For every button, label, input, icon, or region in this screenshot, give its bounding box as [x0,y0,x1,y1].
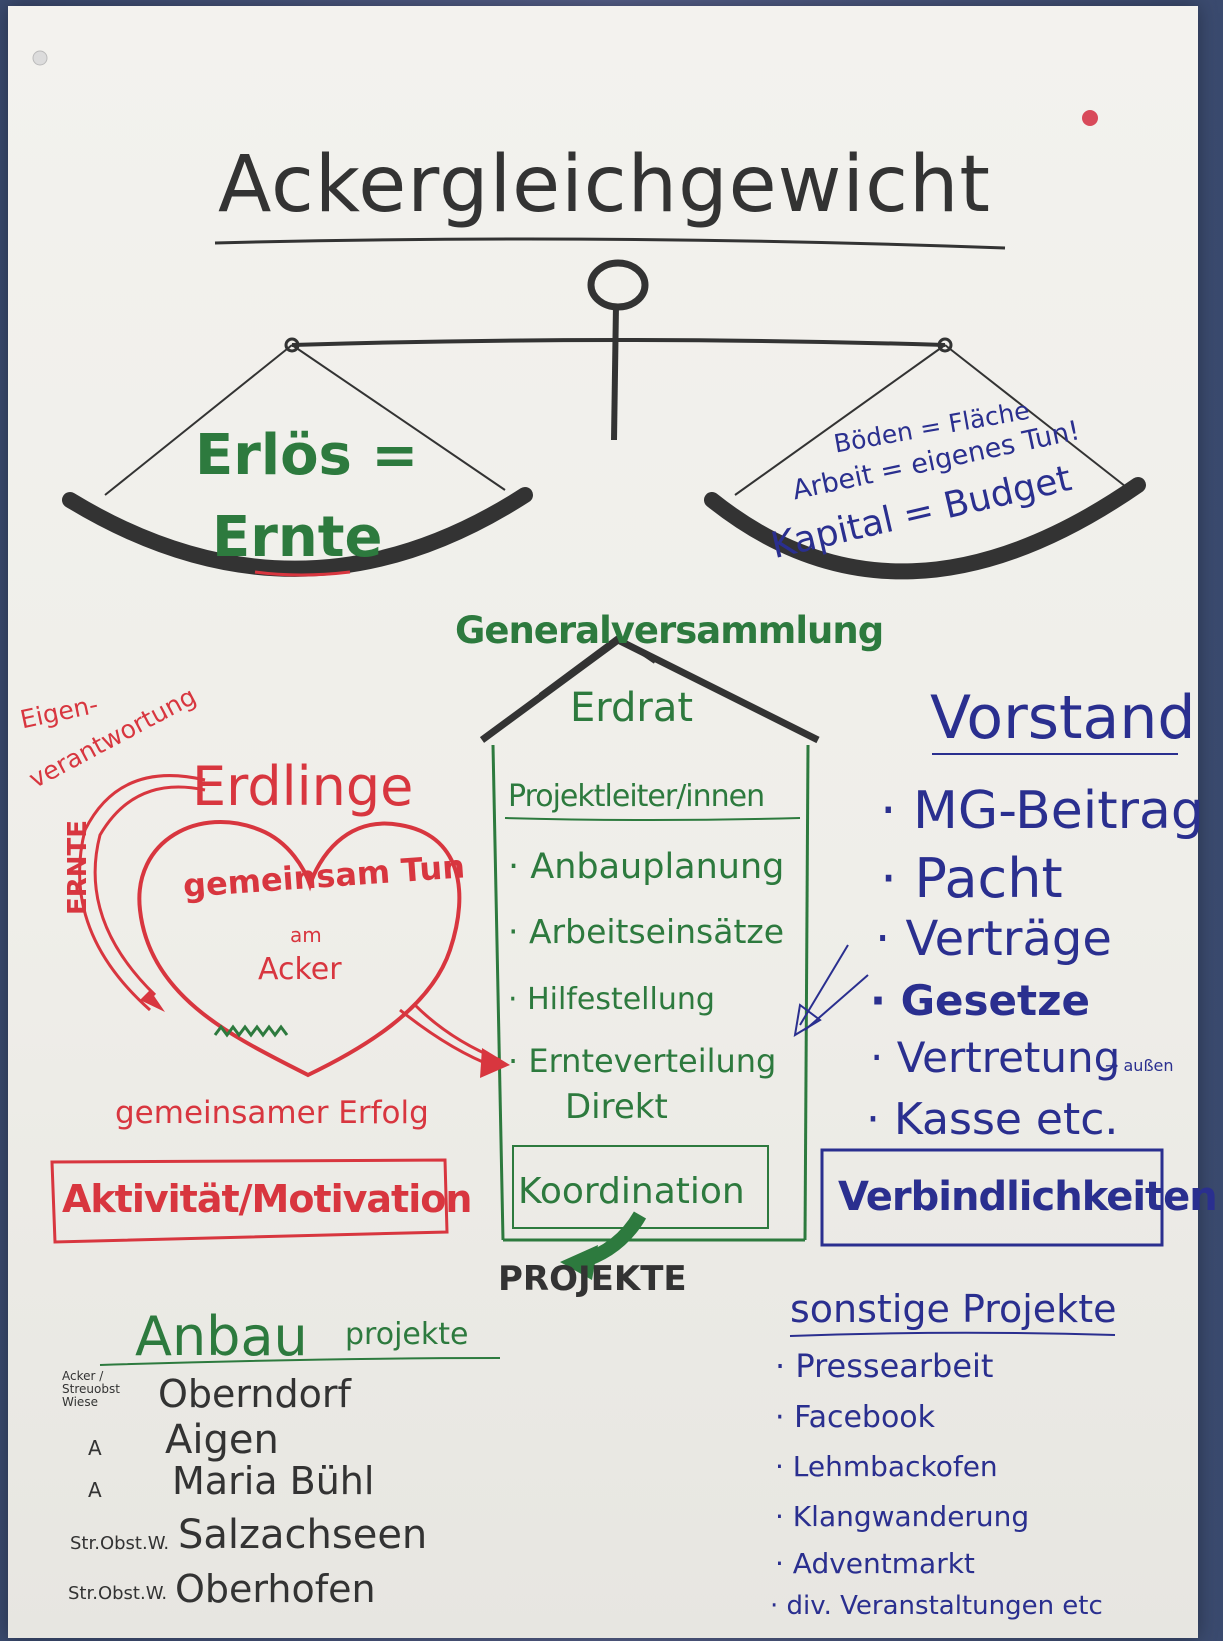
anbau-tag-2: A [88,1436,102,1460]
aktivitaet-label: Aktivität/Motivation [62,1177,472,1221]
erdrat-label: Erdrat [570,685,694,731]
sonstige-item-3: · Lehmbackofen [775,1450,998,1483]
koordination-label: Koordination [518,1171,745,1212]
verbindlichkeiten-label: Verbindlichkeiten [838,1174,1218,1220]
sonstige-item-2: · Facebook [775,1400,936,1435]
aktivitaet-box [50,1158,449,1244]
right-pan-string-b [944,344,1131,491]
heart-to-house-arrowhead [480,1048,510,1078]
vorstand-item-3: · Verträge [875,911,1112,967]
gemeinsamer-erfolg: gemeinsamer Erfolg [115,1095,429,1131]
right-pan-string-a [734,344,946,496]
generalversammlung-label: Generalversammlung [455,609,884,652]
sonstige-item-5: · Adventmarkt [775,1547,975,1580]
vorstand-arrowhead [793,1003,822,1037]
heart-line-3: Acker [258,952,342,987]
erdlinge-heading: Erdlinge [192,755,414,818]
ernte-loop-arrow-2 [93,785,206,997]
projektleiter-underline [504,817,801,821]
anbau-tag-1: Acker / Streuobst Wiese [62,1369,120,1410]
sonstige-heading: sonstige Projekte [790,1287,1117,1331]
right-pan [704,477,1146,580]
koordination-box [512,1145,769,1229]
vertretung-note: → außen [1105,1056,1174,1075]
anbau-heading-small: projekte [345,1317,469,1352]
sonstige-item-6: · div. Veranstaltungen etc [770,1591,1103,1621]
scale-ring [587,259,649,311]
anbau-tag-4: Str.Obst.W. [70,1533,170,1554]
page-title: Ackergleichgewicht [218,140,991,230]
left-pan-line-2: Ernte [212,505,383,570]
vorstand-arrow-2 [804,974,869,1031]
scale-beam-right-end [937,337,953,353]
house-item-1: · Anbauplanung [508,847,785,887]
ernte-loop-arrow [78,774,206,1012]
left-pan-line-1: Erlös = [195,423,419,488]
anbau-name-2: Aigen [165,1417,279,1463]
anbau-name-1: Oberndorf [158,1372,351,1416]
heart-to-house-arrow-2 [399,1008,496,1069]
anbau-tag-5: Str.Obst.W. [68,1583,168,1604]
vorstand-item-5: · Vertretung [870,1033,1121,1082]
sonstige-item-1: · Pressearbeit [775,1347,994,1385]
projekte-label: PROJEKTE [498,1259,687,1299]
title-underline [214,237,1006,250]
house-item-5: Direkt [565,1087,668,1127]
heart-line-2: am [290,923,322,947]
anbau-name-3: Maria Bühl [172,1459,375,1503]
house-left-wall [491,744,505,1241]
heart-outline [137,820,462,1078]
anbau-tag-3: A [88,1478,102,1502]
heart-grass [213,1024,289,1038]
anbau-underline [99,1357,501,1366]
left-pan [62,487,533,577]
anbau-name-4: Salzachseen [178,1512,428,1558]
house-roof [479,636,820,744]
vorstand-item-1: · MG-Beitrag [880,781,1204,841]
anbau-heading-big: Anbau [135,1305,308,1368]
pin-top-right [1082,110,1098,126]
ernte-arrow-label: ERNTE [63,819,93,915]
vorstand-heading: Vorstand [930,683,1196,753]
vorstand-item-2: · Pacht [880,847,1063,910]
vorstand-item-4: · Gesetze [870,976,1091,1025]
scale-post [611,304,619,441]
house-item-4: · Ernteverteilung [508,1042,777,1080]
left-pan-string-a [104,344,293,496]
house-roof-inner [538,634,657,697]
anbau-name-5: Oberhofen [175,1567,376,1611]
projektleiter-heading: Projektleiter/innen [508,779,765,814]
left-pan-string-b [291,344,506,491]
verbindlichkeiten-box [820,1148,1164,1247]
projekte-arrowhead [560,1245,598,1280]
house-item-2: · Arbeitseinsätze [508,912,785,951]
house-item-3: · Hilfestellung [508,982,715,1017]
ernte-underline [254,570,351,577]
sonstige-underline [789,1331,1116,1337]
vorstand-item-6: · Kasse etc. [866,1094,1119,1145]
sonstige-item-4: · Klangwanderung [775,1500,1030,1533]
scale-beam [291,338,946,347]
pin-top-left [32,50,48,66]
ernte-arrowhead [140,990,165,1012]
house-right-wall [803,744,810,1241]
scale-beam-left-end [284,337,300,353]
